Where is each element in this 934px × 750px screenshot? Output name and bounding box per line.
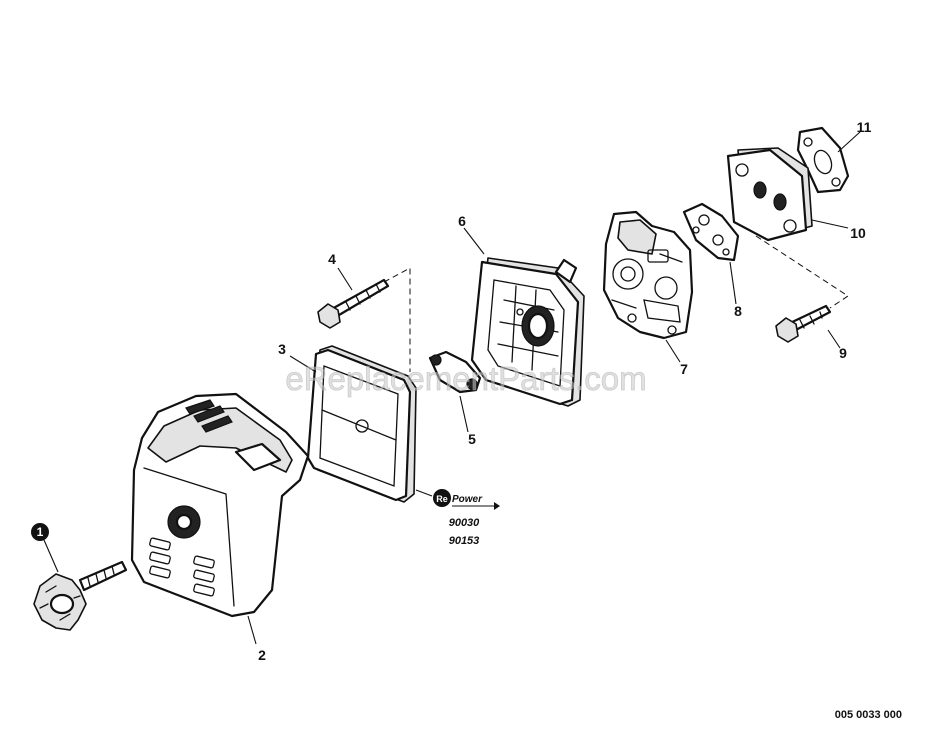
alignment-lines [383,235,849,372]
callout-3: 3 [278,341,286,357]
callout-11: 11 [857,119,872,135]
air-filter-element-icon[interactable] [306,345,417,503]
repower-kit-reference: Re Power 90030 90153 [415,489,500,547]
air-filter-cover-icon[interactable] [130,392,310,618]
knob-bolt-icon[interactable] [33,560,128,631]
insulator-block-icon[interactable] [726,147,813,242]
callout-1: 1 [37,525,44,539]
callout-9: 9 [839,345,847,361]
carburetor-icon[interactable] [602,210,694,340]
repower-logo-badge [433,489,451,507]
watermark: eReplacementParts.com [285,360,646,397]
leader-lines [43,131,861,645]
callout-10: 10 [850,225,866,241]
gasket-icon[interactable] [796,126,850,194]
kit-number-1: 90030 [449,517,480,529]
callout-2: 2 [258,647,266,663]
callout-numbers: 1 2 3 4 5 6 7 8 9 10 11 [31,119,872,663]
bolt-icon[interactable] [775,304,832,343]
drawing-number: 005 0033 000 [835,709,902,721]
repower-logo-prefix: Re [436,494,448,504]
bolt-icon[interactable] [317,278,390,329]
kit-number-2: 90153 [449,535,480,547]
repower-logo-suffix: Power [452,494,483,505]
callout-5: 5 [468,431,476,447]
callout-6: 6 [458,213,466,229]
callout-8: 8 [734,303,742,319]
callout-1-badge [31,523,49,541]
gasket-icon[interactable] [682,202,740,262]
callout-7: 7 [680,361,688,377]
arrow-icon [494,502,500,510]
gasket-icon[interactable] [428,350,482,394]
filter-base-icon[interactable] [470,257,585,407]
callout-4: 4 [328,251,336,267]
